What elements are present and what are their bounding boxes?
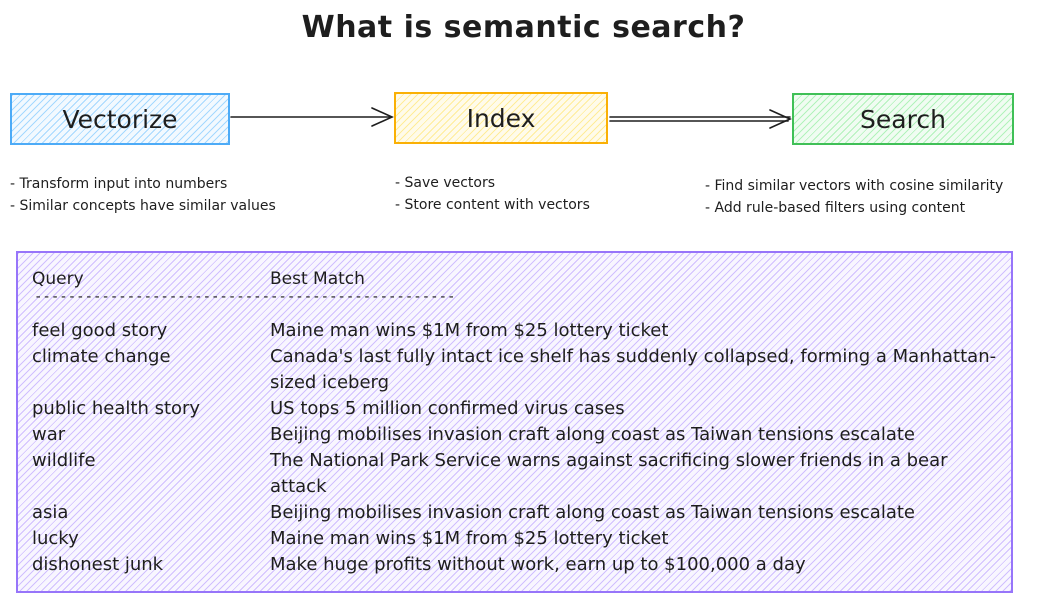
arrow-vectorize-to-index <box>230 107 394 127</box>
row-query: dishonest junk <box>32 554 164 575</box>
note-line: - Store content with vectors <box>395 197 590 213</box>
row-query: wildlife <box>32 450 96 471</box>
note-line: - Save vectors <box>395 175 496 191</box>
header-divider: ----------------------------------------… <box>34 289 456 305</box>
note-line: - Transform input into numbers <box>10 176 228 192</box>
search-notes: - Find similar vectors with cosine simil… <box>705 175 1003 219</box>
note-line: - Add rule-based filters using content <box>705 200 966 216</box>
table-row: lucky Maine man wins $1M from $25 lotter… <box>32 526 1005 552</box>
row-query: feel good story <box>32 320 168 341</box>
row-query: asia <box>32 502 69 523</box>
row-match: Beijing mobilises invasion craft along c… <box>270 502 915 523</box>
stage-vectorize-box: Vectorize <box>10 93 230 145</box>
arrow-index-to-search <box>609 109 792 129</box>
header-query: Query <box>32 269 84 289</box>
table-row: wildlife The National Park Service warns… <box>32 448 1005 500</box>
diagram-title: What is semantic search? <box>301 10 746 45</box>
query-match-table: Query Best Match -----------------------… <box>16 251 1013 593</box>
table-row: asia Beijing mobilises invasion craft al… <box>32 500 1005 526</box>
stage-vectorize-label: Vectorize <box>62 104 178 134</box>
stage-index-box: Index <box>394 92 608 144</box>
stage-search-box: Search <box>792 93 1014 145</box>
row-match: Maine man wins $1M from $25 lottery tick… <box>270 528 669 549</box>
row-match: Make huge profits without work, earn up … <box>270 554 806 575</box>
row-query: public health story <box>32 398 201 419</box>
note-line: - Similar concepts have similar values <box>10 198 276 214</box>
header-best-match: Best Match <box>270 269 365 289</box>
row-query: climate change <box>32 346 171 367</box>
row-match: Canada's last fully intact ice shelf has… <box>270 346 997 393</box>
index-notes: - Save vectors - Store content with vect… <box>395 172 590 216</box>
note-line: - Find similar vectors with cosine simil… <box>705 178 1004 194</box>
vectorize-notes: - Transform input into numbers - Similar… <box>10 173 276 217</box>
row-match: Beijing mobilises invasion craft along c… <box>270 424 915 445</box>
stage-index-label: Index <box>466 103 536 133</box>
table-row: dishonest junk Make huge profits without… <box>32 552 1005 578</box>
table-row: war Beijing mobilises invasion craft alo… <box>32 422 1005 448</box>
table-row: public health story US tops 5 million co… <box>32 396 1005 422</box>
row-match: US tops 5 million confirmed virus cases <box>270 398 625 419</box>
table-header: Query Best Match <box>32 269 365 289</box>
table-row: climate change Canada's last fully intac… <box>32 344 1005 396</box>
table-row: feel good story Maine man wins $1M from … <box>32 318 1005 344</box>
row-match: Maine man wins $1M from $25 lottery tick… <box>270 320 669 341</box>
row-query: war <box>32 424 66 445</box>
stage-search-label: Search <box>860 104 946 134</box>
row-match: The National Park Service warns against … <box>270 450 948 497</box>
row-query: lucky <box>32 528 79 549</box>
